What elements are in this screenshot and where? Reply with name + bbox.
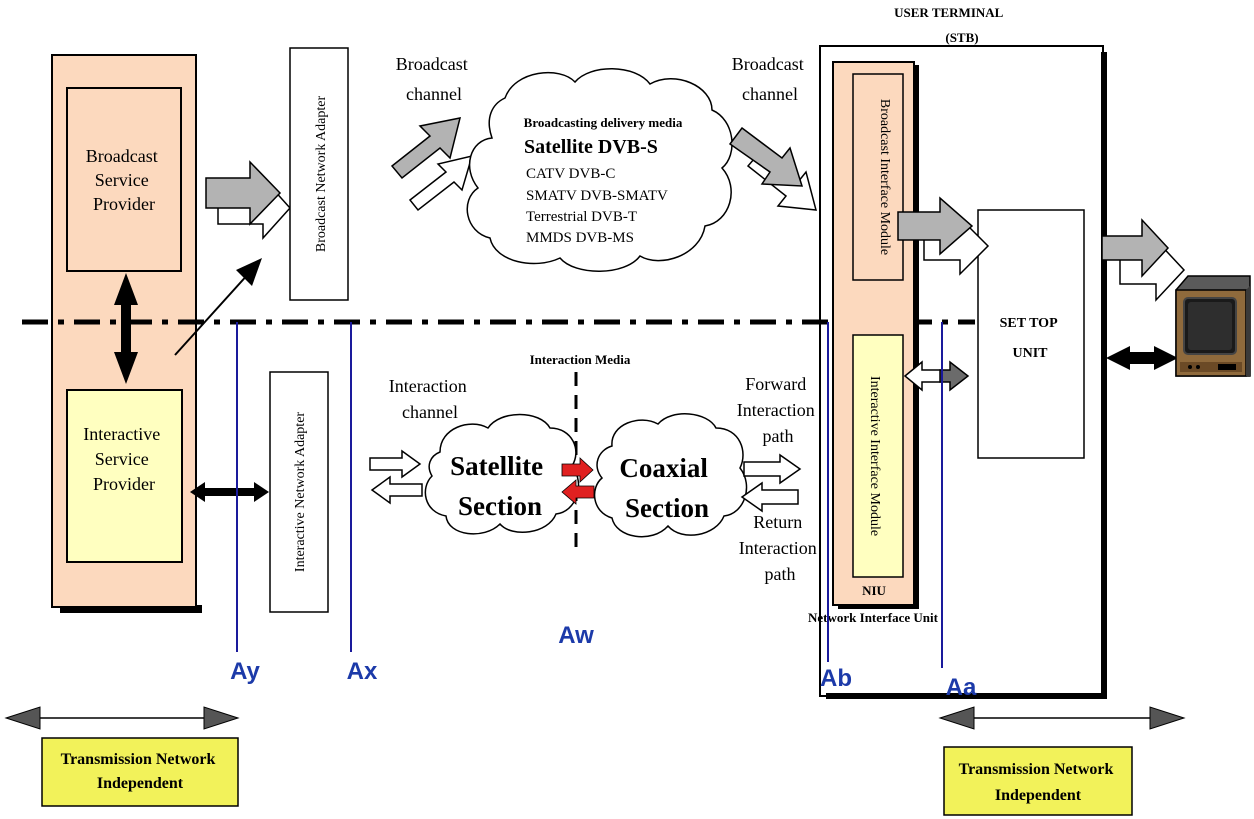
ref-point-aa: Aa [946, 674, 977, 701]
bim-to-stb-arrow [897, 196, 990, 276]
tni-box-left: Transmission Network Independent [41, 737, 239, 807]
svg-text:Broadcast Service: Broadcast Service Provider [86, 146, 162, 214]
provider-adapter-arrow [190, 482, 269, 502]
svg-text:Coaxial Section: Coaxial Section [619, 453, 714, 523]
return-path-label: Return Interaction path [739, 512, 821, 584]
diagonal-arrow [174, 258, 262, 356]
broadcast-channel-label-right: Broadcast channel [732, 54, 808, 104]
svg-text:Broadcast Interface Module: Broadcast Interface Module [877, 99, 892, 255]
reference-lines [236, 322, 943, 668]
svg-text:Interactive Service: Interactive Service Provider [83, 424, 164, 494]
broadcast-service-provider: Broadcast Service Provider [66, 87, 182, 272]
span-arrow-left [4, 706, 240, 730]
set-top-unit: SET TOP UNIT [977, 209, 1085, 459]
ref-point-ab: Ab [820, 665, 852, 692]
interactive-interface-module: Interactive Interface Module [852, 334, 904, 578]
interactive-service-provider: Interactive Service Provider [66, 389, 183, 563]
forward-path-label: Forward Interaction path [737, 374, 819, 446]
forward-return-arrows [740, 453, 802, 513]
broadcast-channel-arrow-left [390, 117, 474, 212]
niu-full-label: Network Interface Unit [808, 610, 939, 625]
svg-text:Transmission Network Ind: Transmission Network Independent [959, 761, 1118, 804]
interaction-channel-label: Interaction channel [389, 376, 471, 422]
broadcasting-delivery-cloud: Broadcasting delivery media Satellite DV… [466, 68, 733, 272]
interaction-media-label: Interaction Media [530, 352, 631, 367]
section-link-arrows [561, 457, 595, 505]
ref-point-ay: Ay [230, 658, 260, 685]
interaction-channel-arrows [369, 449, 423, 505]
broadcast-cloud-title: Broadcasting delivery media [524, 115, 683, 130]
television-icon [1175, 275, 1251, 377]
satellite-section-cloud: Satellite Section [424, 413, 580, 535]
niu-label: NIU [862, 583, 886, 598]
ref-point-ax: Ax [347, 658, 378, 685]
stb-output-arrow [1101, 218, 1186, 302]
broadcast-channel-label-left: Broadcast channel [396, 54, 472, 104]
coaxial-section-cloud: Coaxial Section [593, 413, 748, 538]
svg-text:SET TOP UNIT: SET TOP UNIT [1000, 316, 1061, 361]
interactive-network-adapter: Interactive Network Adapter [269, 371, 329, 613]
broadcast-network-adapter: Broadcast Network Adapter [289, 47, 349, 301]
svg-text:Satellite Section: Satellite Section [450, 451, 550, 521]
svg-text:Transmission Network Ind: Transmission Network Independent [61, 751, 220, 792]
svg-text:Broadcast Network Adapter: Broadcast Network Adapter [314, 96, 329, 253]
svg-text:Interactive Interface Module: Interactive Interface Module [867, 376, 882, 536]
tni-box-right: Transmission Network Independent [943, 746, 1133, 816]
span-arrow-right [938, 706, 1186, 730]
broadcast-output-arrow [205, 160, 292, 240]
broadcast-cloud-main: Satellite DVB-S [524, 136, 658, 158]
provider-link-arrow [114, 273, 138, 384]
svg-text:Interactive Network Adapter: Interactive Network Adapter [293, 412, 308, 572]
ref-point-aw: Aw [558, 622, 594, 649]
user-terminal-box [819, 45, 1107, 699]
stb-tv-link-arrow [1106, 346, 1178, 370]
broadcast-interface-module: Broadcast Interface Module [852, 73, 904, 281]
user-terminal-label: USER TERMINAL (STB) [894, 5, 1006, 45]
broadcast-cloud-items: CATV DVB-C SMATV DVB-SMATV Terrestrial D… [526, 166, 671, 246]
broadcast-channel-arrow-right [728, 126, 818, 211]
